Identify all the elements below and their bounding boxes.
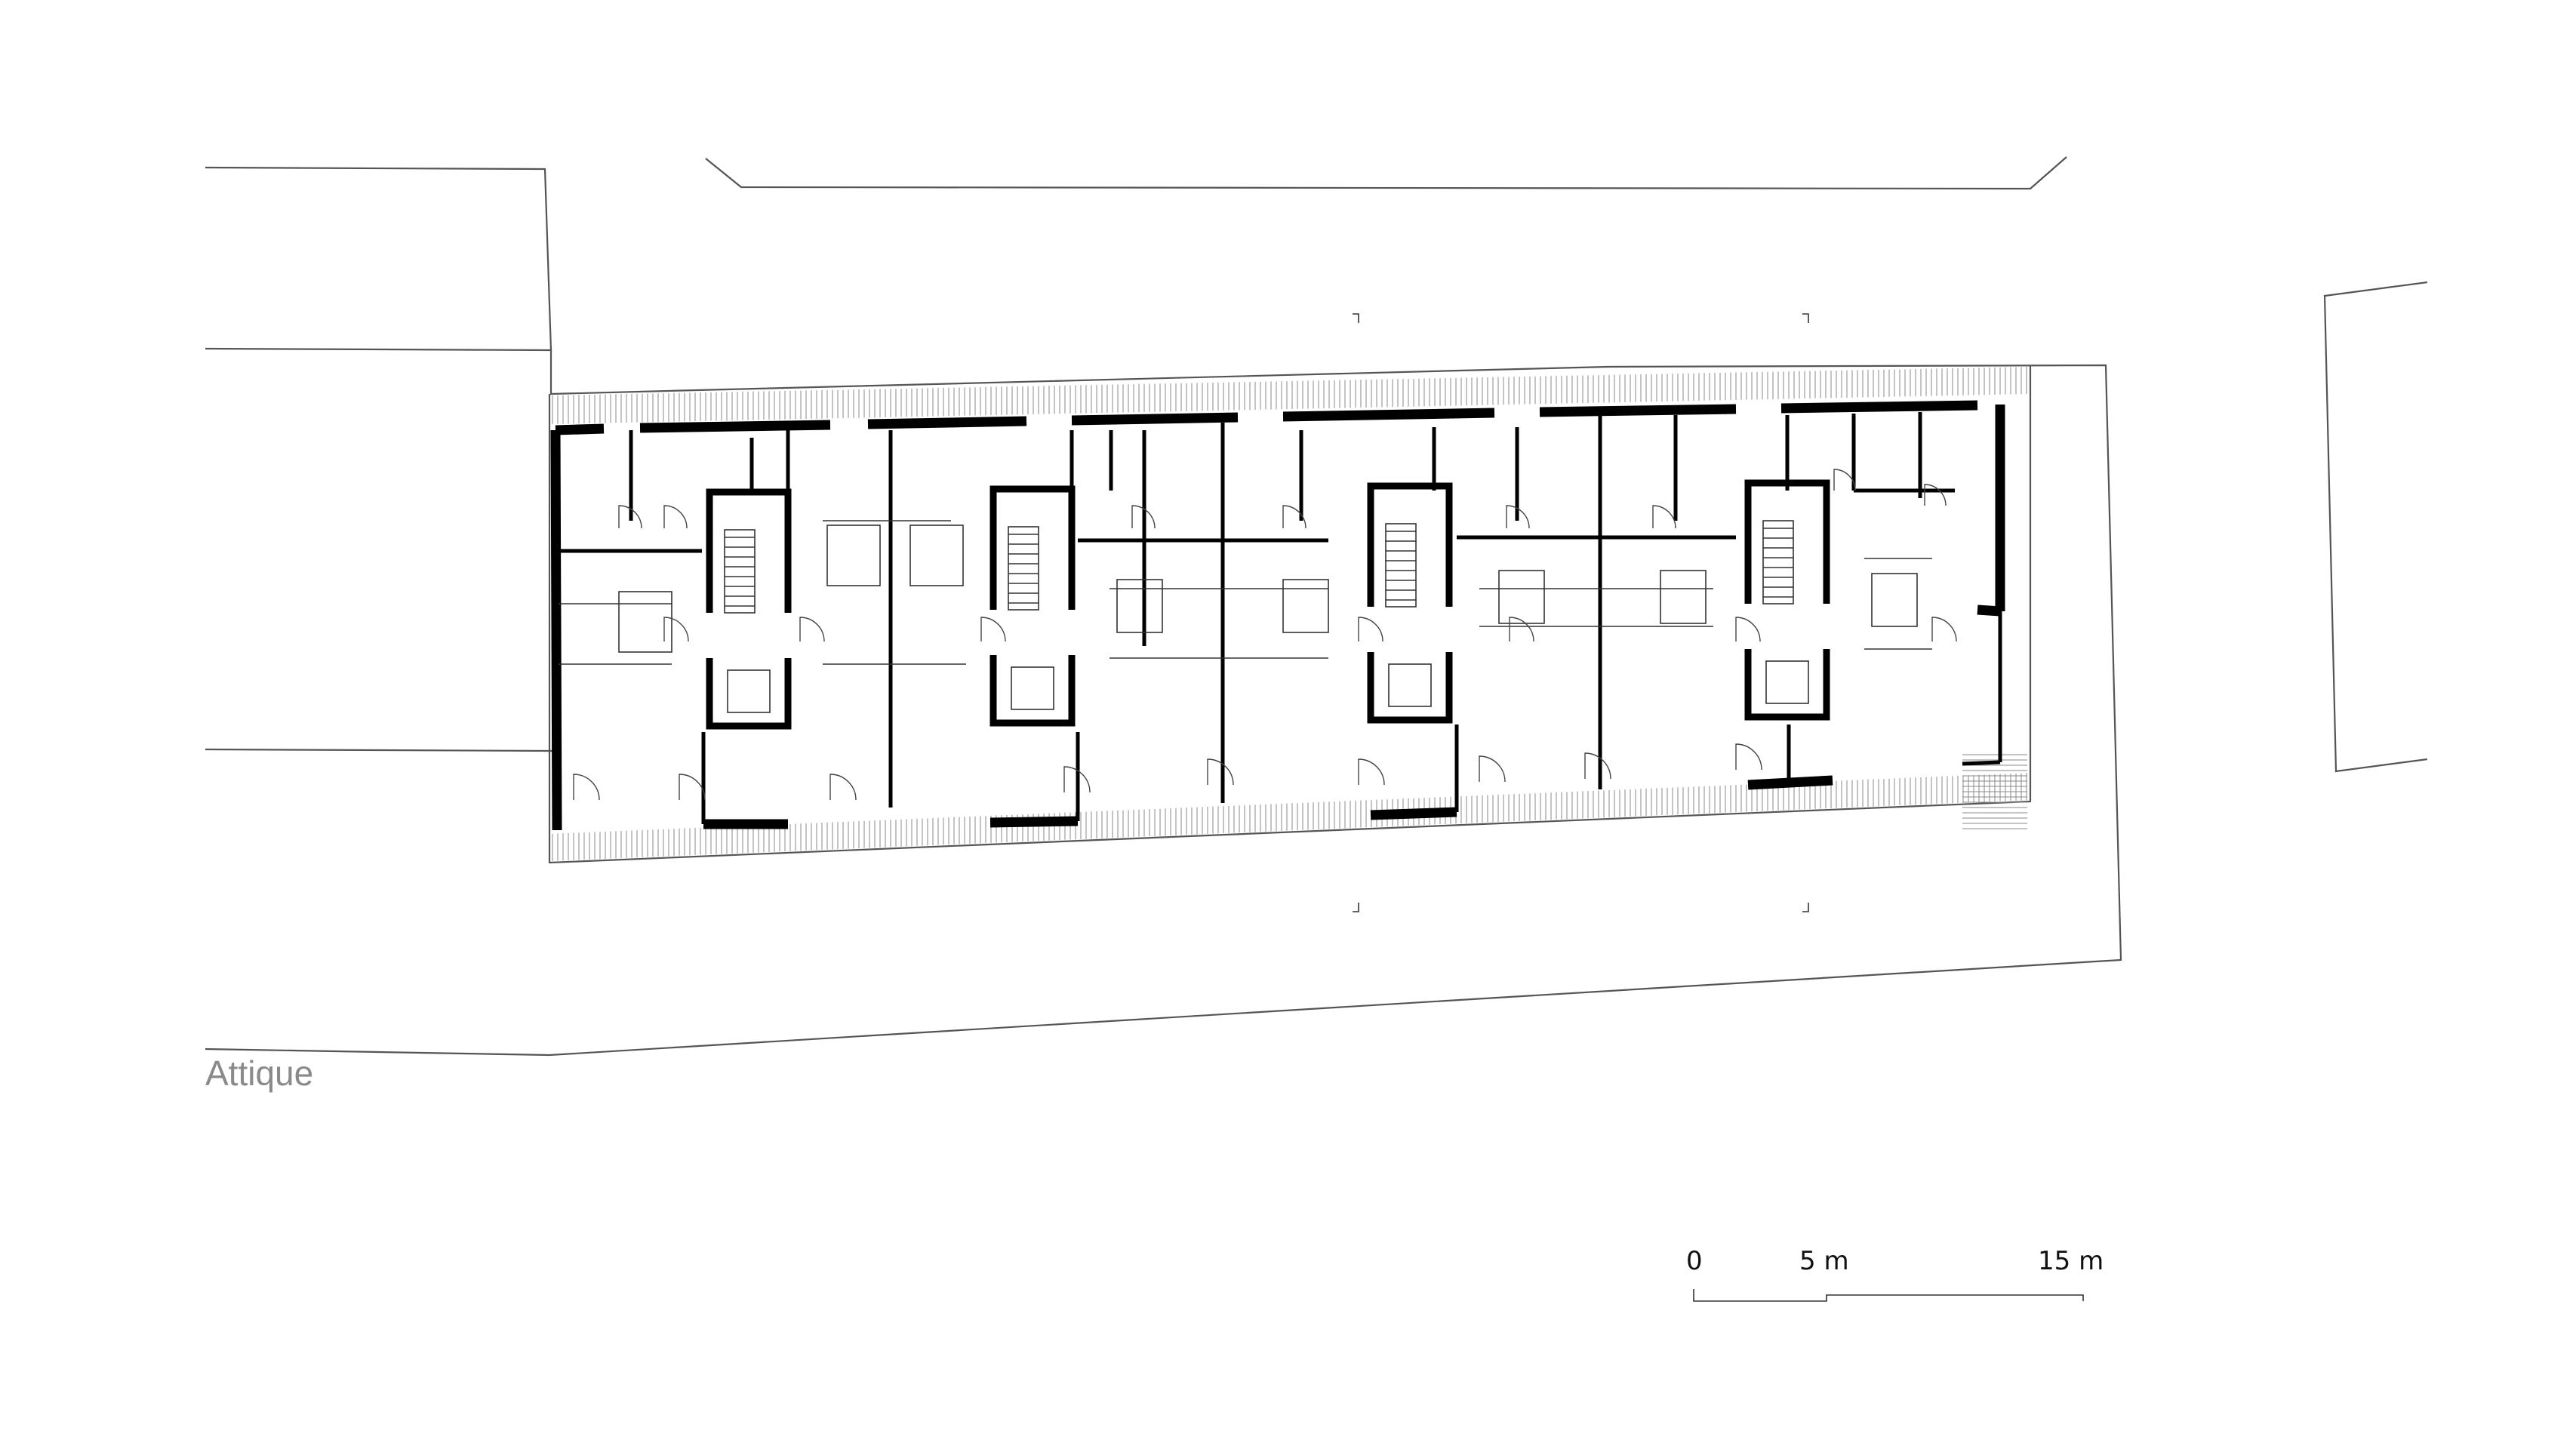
level-label: Attique	[205, 1054, 313, 1093]
door-swing	[663, 617, 689, 642]
door-swings	[573, 469, 1957, 801]
stair-core	[1367, 482, 1453, 724]
scale-bar: 0 5 m 15 m	[1686, 1246, 2104, 1302]
door-swing	[1358, 758, 1385, 786]
scale-tick-15m: 15 m	[2038, 1246, 2104, 1276]
stair-core	[706, 488, 792, 730]
door-swing	[663, 505, 688, 529]
grid-marks	[1353, 313, 1809, 912]
door-swing	[1479, 755, 1506, 783]
door-swing	[1207, 758, 1234, 786]
stair-cores	[706, 479, 1830, 730]
neighbour-building-east	[2323, 281, 2428, 773]
stair-core	[1744, 479, 1830, 721]
scale-tick-0: 0	[1686, 1246, 1703, 1276]
door-swing	[1924, 484, 1947, 506]
site-boundary	[205, 349, 2122, 1057]
stair-core	[989, 485, 1076, 727]
building-envelope	[550, 400, 2005, 831]
door-swing	[1652, 505, 1676, 529]
neighbour-building-west-lower	[205, 748, 553, 752]
door-swing	[573, 774, 600, 801]
site-context	[205, 156, 2428, 1057]
door-swing	[1931, 617, 1957, 642]
terrace-hatching	[552, 367, 2027, 861]
door-swing	[1282, 505, 1306, 529]
door-swing	[1063, 766, 1091, 793]
door-swing	[618, 505, 642, 529]
door-swing	[1735, 743, 1762, 771]
door-swing	[1584, 752, 1611, 780]
door-swing	[679, 774, 706, 801]
door-swing	[980, 617, 1006, 642]
door-swing	[1506, 505, 1530, 529]
party-walls	[888, 415, 1602, 808]
door-swing	[799, 617, 825, 642]
interior-partitions	[557, 412, 1955, 824]
door-swing	[1735, 617, 1761, 642]
neighbour-building-west-upper	[205, 166, 552, 352]
door-swing	[1509, 617, 1534, 642]
door-swing	[1131, 505, 1156, 529]
south-facade-segment	[703, 775, 1833, 829]
scale-tick-5m: 5 m	[1799, 1246, 1849, 1276]
scale-bar-line	[1693, 1289, 2084, 1302]
door-swing	[829, 774, 857, 801]
street-edge-north	[705, 156, 2067, 190]
door-swing	[1833, 469, 1856, 491]
terrace-outline	[548, 365, 2032, 864]
door-swing	[1358, 617, 1383, 642]
